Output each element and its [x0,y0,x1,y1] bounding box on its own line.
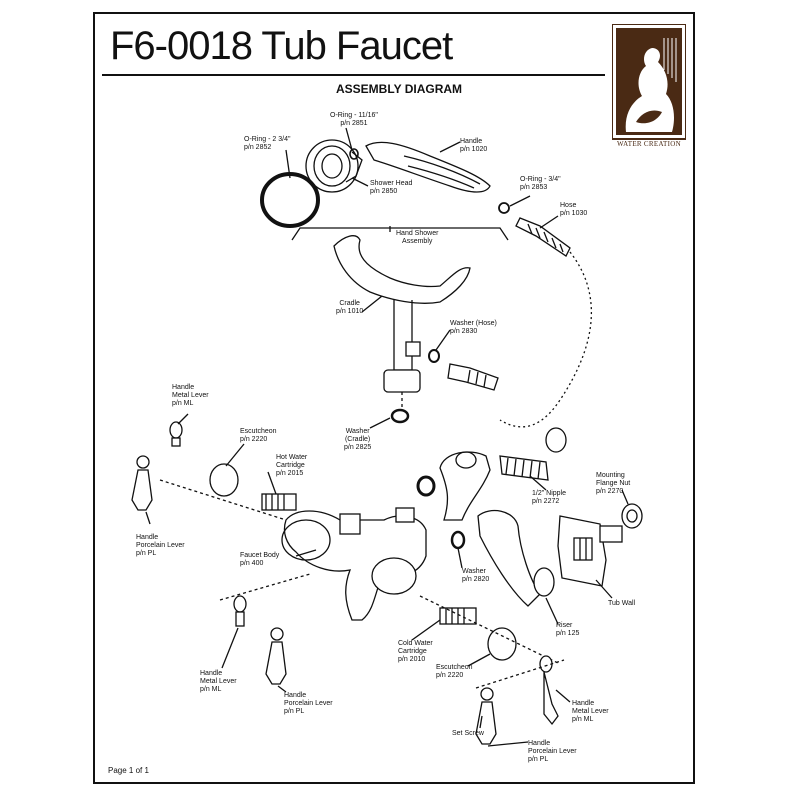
oring-2853-part [498,202,510,214]
tub-wall-part [557,515,607,587]
logo-text: WATER CREATION [617,140,681,148]
label-washer-hose: Washer (Hose)p/n 2830 [450,320,497,335]
label-oring-2851: O-Ring - 11/16"p/n 2851 [330,112,378,127]
hose-connector-part [447,363,499,391]
label-oring-2852: O-Ring - 2 3/4"p/n 2852 [244,136,291,151]
washer-2830-part [428,349,440,363]
washer-2825-part [390,408,410,424]
page-title: F6-0018 Tub Faucet [110,24,453,68]
washer-2820-part [450,530,466,550]
hose-part [499,217,592,428]
label-washer-cradle: Washer(Cradle)p/n 2825 [344,428,372,451]
nipple-part [499,455,549,481]
page-number: Page 1 of 1 [108,766,149,775]
escutcheon-top-part [209,463,239,497]
label-oring-2853: O-Ring - 3/4"p/n 2853 [520,176,561,191]
mounting-flange-part [545,427,567,453]
washer-upper-part [416,475,436,497]
mounting-nut-part [599,503,643,543]
handle-porcelain-right-part [475,687,497,745]
page-frame [93,12,695,784]
handle-metal-top-part [169,421,183,447]
water-creation-logo [612,24,686,140]
oring-2851-part [349,148,359,160]
handle-metal-left-part [233,595,247,627]
hand-shower-bracket [291,227,509,241]
label-tub-wall: Tub Wall [608,600,636,607]
faucet-body-part [281,507,427,621]
handle-porcelain-left-part [265,627,287,685]
diagram-subtitle: ASSEMBLY DIAGRAM [336,82,463,96]
shower-head-part [305,139,363,193]
oring-2852-part [260,172,320,228]
hot-cartridge-part [261,493,297,511]
handle-metal-right-part [539,655,559,726]
escutcheon-bottom-part [487,627,517,661]
handle-porcelain-top-part [131,455,153,511]
cold-cartridge-part [439,607,477,625]
upper-elbow-part [439,451,491,521]
handle-1020-part [365,141,491,193]
label-set-screw: Set Screw [452,730,484,737]
riser-part [477,509,555,607]
title-rule [102,74,605,76]
